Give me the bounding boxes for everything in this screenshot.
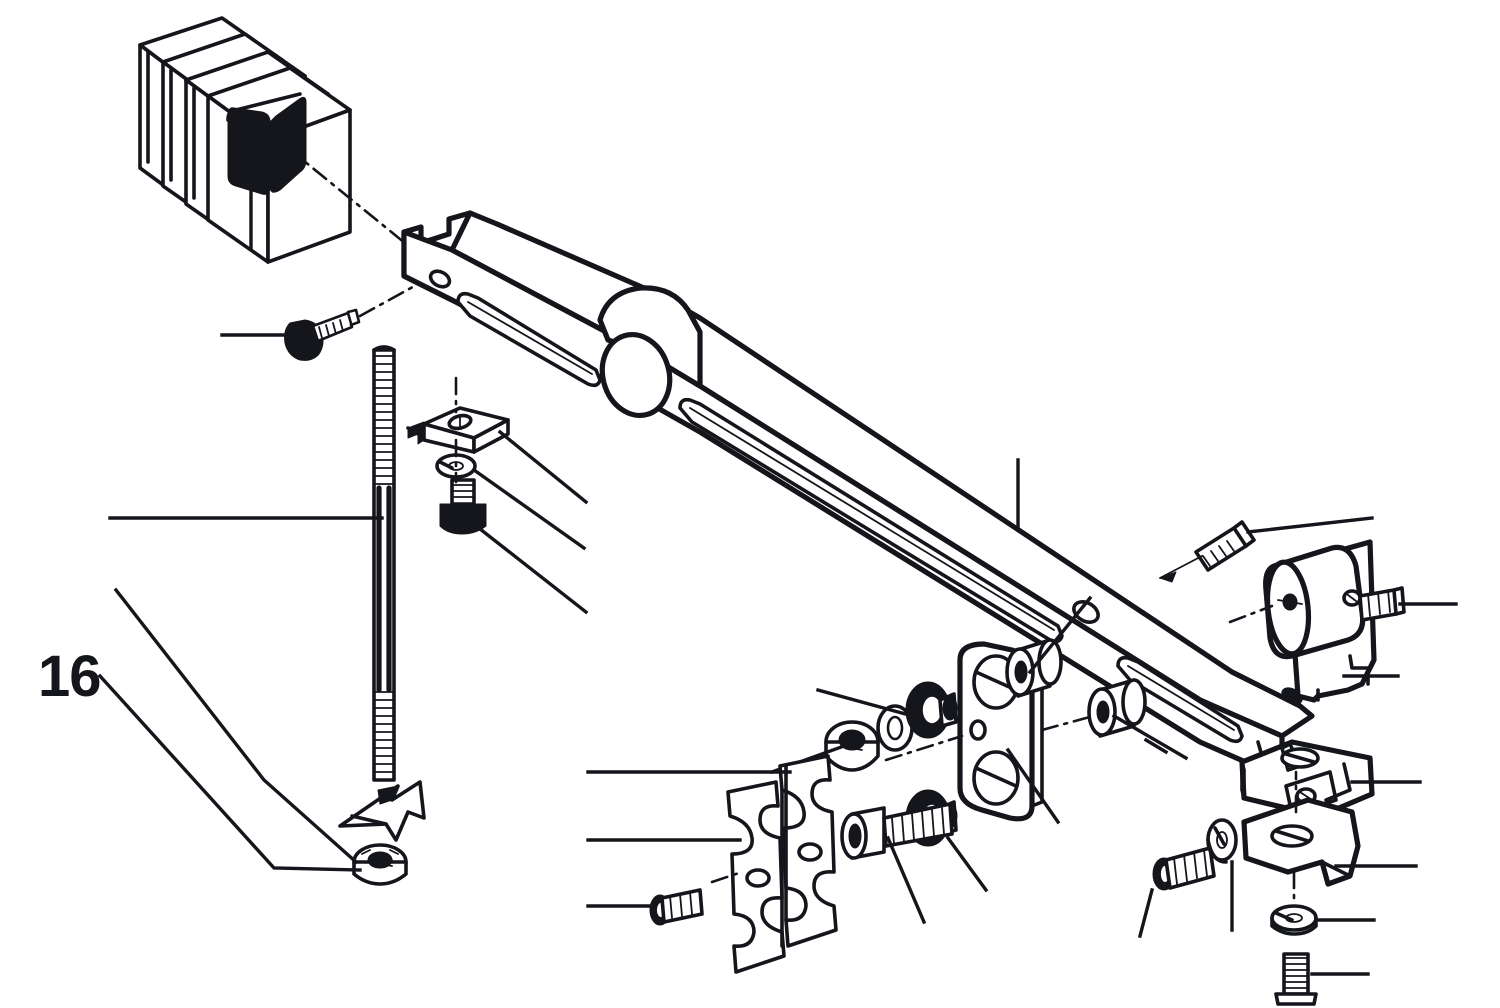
dark-pad-face — [227, 107, 271, 195]
machine-screw-bottom-left — [649, 888, 704, 926]
machine-screw-clamp — [1152, 846, 1216, 891]
pan-head-phillips-screw — [284, 308, 361, 361]
set-screw — [1358, 586, 1406, 622]
arm-pivot-bore — [599, 331, 673, 419]
leader-bushing-lower — [1111, 713, 1189, 761]
leader-link-plate — [1005, 747, 1061, 825]
leader-socket-bolt — [885, 835, 927, 925]
centerline-bracket-screw — [710, 870, 744, 884]
spacer-bushing-upper — [1005, 638, 1063, 698]
leader-shoulder-stud — [463, 515, 589, 615]
leader-arrow-marker — [97, 673, 362, 872]
leader-machine-screw-clamp — [1137, 887, 1155, 939]
two-hole-link-plate — [957, 641, 1044, 822]
leader-misc-right — [1143, 737, 1169, 755]
arm-head-hole — [428, 269, 452, 289]
centerline-roller — [1228, 604, 1274, 624]
stacked-square-pads — [138, 16, 352, 264]
figure-number: 16 — [38, 644, 102, 709]
leader-bushing-upper — [1027, 595, 1093, 675]
hex-lock-nut — [352, 843, 408, 886]
leader-hex-lock-nut — [113, 587, 359, 865]
scalloped-twin-plate-bracket — [726, 754, 838, 974]
centerline-link-lower — [884, 734, 964, 762]
hex-nut-center — [824, 720, 880, 772]
flat-mounting-bracket — [1241, 797, 1361, 887]
leader-clip-nut — [497, 429, 589, 505]
main-support-arm — [401, 210, 1315, 781]
roller-cylinder-bracket — [1263, 539, 1377, 703]
leader-lock-washer-left — [471, 467, 587, 551]
lock-washer-right — [1206, 818, 1238, 864]
u-clip-nut — [406, 406, 510, 454]
leader-machine-screw-right — [1246, 516, 1374, 534]
arm-hole-mid — [1072, 600, 1100, 624]
leader-bearing-lower — [945, 835, 989, 893]
ball-bearing-upper — [905, 681, 958, 739]
leader-bearing-upper — [815, 687, 923, 721]
assembly-direction-arrow — [338, 780, 426, 842]
dark-pad-side — [269, 96, 307, 193]
threaded-rod — [372, 345, 396, 782]
phillips-screw-bottom-right — [1274, 952, 1318, 1006]
socket-head-bolt — [840, 802, 954, 860]
lock-washer-bottom — [1270, 904, 1318, 936]
